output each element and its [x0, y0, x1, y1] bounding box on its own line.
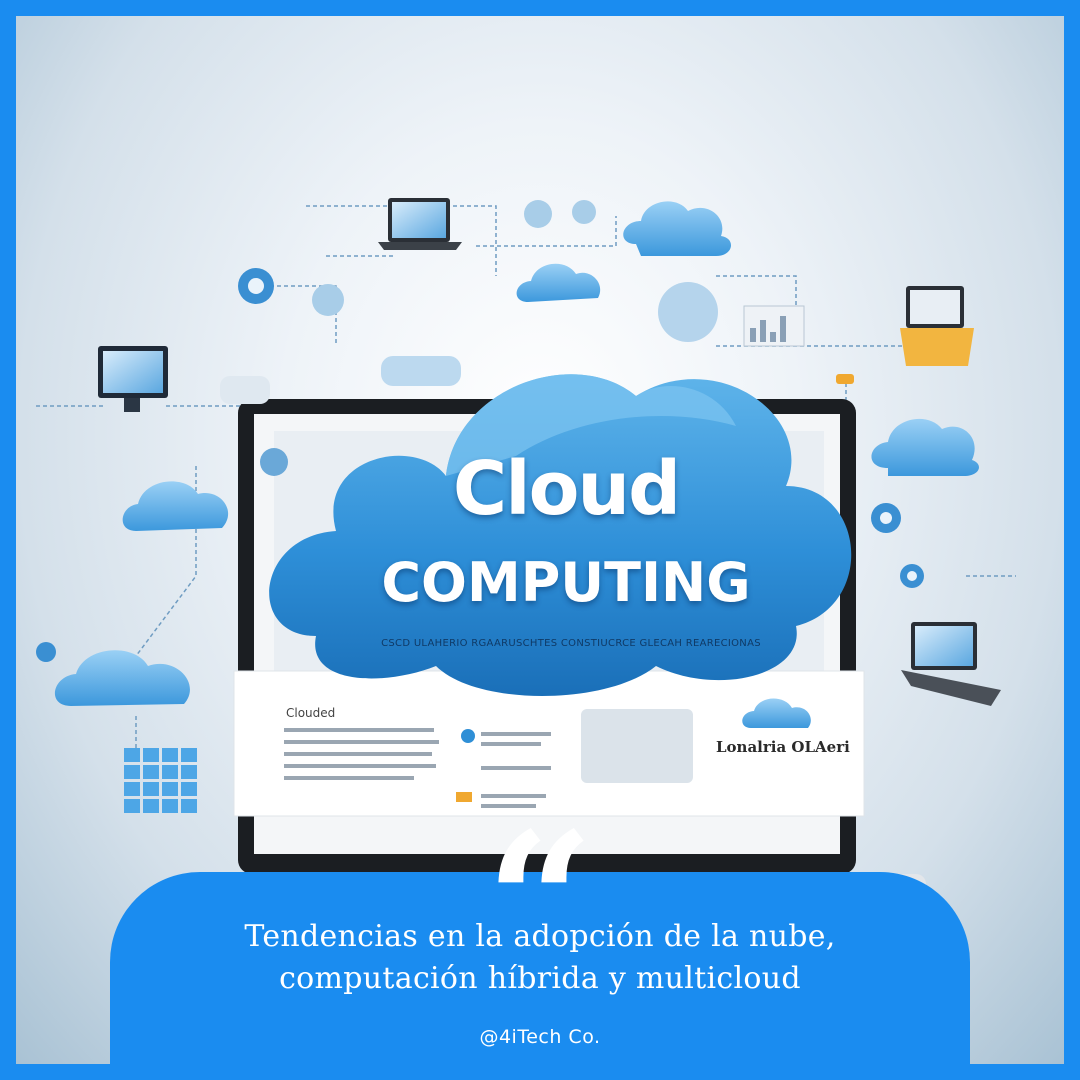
chat-icon	[220, 356, 854, 404]
chart-panel-icon	[743, 305, 805, 347]
panel-heading: Clouded	[286, 706, 336, 720]
headline-line-2: computación híbrida y multicloud	[279, 961, 801, 996]
cloud-tagline: CSCD ULAHERIO RGAARUSCHTES CONSTIUCRCE G…	[381, 638, 761, 649]
main-cloud-icon	[269, 374, 852, 696]
headline: Tendencias en la adopción de la nube, co…	[150, 916, 930, 1000]
quote-banner	[110, 872, 970, 1080]
headline-line-1: Tendencias en la adopción de la nube,	[244, 919, 836, 954]
panel-text-lines	[284, 728, 551, 808]
panel-folder-icon	[456, 792, 472, 802]
cloud-icon	[54, 201, 979, 728]
laptop-icon	[378, 198, 1001, 706]
illustration-graphics	[36, 198, 1016, 896]
cloud-title: Cloud	[452, 446, 681, 532]
quote-mark-icon: “	[485, 791, 595, 1014]
grid-icon	[124, 748, 197, 813]
desktop-monitor-icon	[98, 346, 168, 412]
computing-title: COMPUTING	[381, 551, 751, 614]
panel-brand: Lonalria OLAeri	[716, 738, 850, 756]
gear-icon	[36, 200, 924, 662]
panel-bullet-icon	[461, 729, 475, 743]
cloud-illustration: Cloud COMPUTING CSCD ULAHERIO RGAARUSCHT…	[16, 16, 1064, 1064]
brand-handle: @4iTech Co.	[479, 1026, 601, 1048]
